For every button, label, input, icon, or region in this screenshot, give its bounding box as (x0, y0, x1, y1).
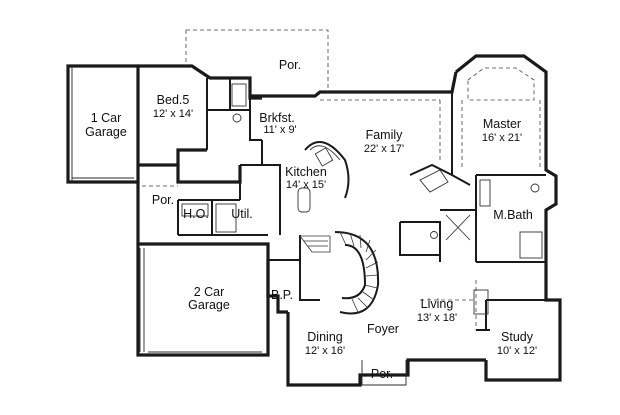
room-name-two-car-garage-line2: Garage (188, 298, 230, 312)
room-name-one-car-garage: 1 Car (91, 111, 122, 125)
room-name-two-car-garage: 2 Car (194, 285, 225, 299)
room-name-living: Living (421, 297, 454, 311)
kitchen-island (297, 141, 350, 213)
room-name-bed5: Bed.5 (157, 93, 190, 107)
room-name-study: Study (501, 330, 534, 344)
room-name-utility: Util. (231, 207, 253, 221)
room-name-butler-pantry: B.P. (271, 288, 293, 302)
room-name-master-bath: M.Bath (493, 208, 533, 222)
detail-lines (71, 66, 541, 386)
curved-staircase (299, 231, 380, 315)
room-name-breakfast: Brkfst. (259, 111, 294, 125)
room-dim-family: 22' x 17' (364, 143, 404, 155)
room-name-dining: Dining (307, 330, 342, 344)
interior-walls (177, 78, 546, 331)
room-name-family: Family (366, 128, 404, 142)
room-dim-kitchen: 14' x 15' (286, 179, 326, 191)
room-name-porch-rear: Por. (279, 58, 301, 72)
fixtures (181, 83, 543, 315)
room-dim-living: 13' x 18' (417, 312, 457, 324)
room-name-kitchen: Kitchen (285, 165, 327, 179)
room-name-porch-front: Por. (371, 367, 393, 381)
room-name-foyer: Foyer (367, 322, 399, 336)
room-labels: Por. 1 Car Garage Bed.5 12' x 14' Brkfst… (85, 58, 537, 381)
room-name-master: Master (483, 117, 521, 131)
room-dim-breakfast: 11' x 9' (263, 124, 296, 136)
room-name-porch-side: Por. (152, 193, 174, 207)
room-name-home-office: H.O. (183, 207, 209, 221)
room-dim-study: 10' x 12' (497, 345, 537, 357)
room-name-one-car-garage-line2: Garage (85, 125, 127, 139)
exterior-walls (66, 29, 562, 387)
room-dim-bed5: 12' x 14' (153, 108, 193, 120)
room-dim-dining: 12' x 16' (305, 345, 345, 357)
room-dim-master: 16' x 21' (482, 132, 522, 144)
